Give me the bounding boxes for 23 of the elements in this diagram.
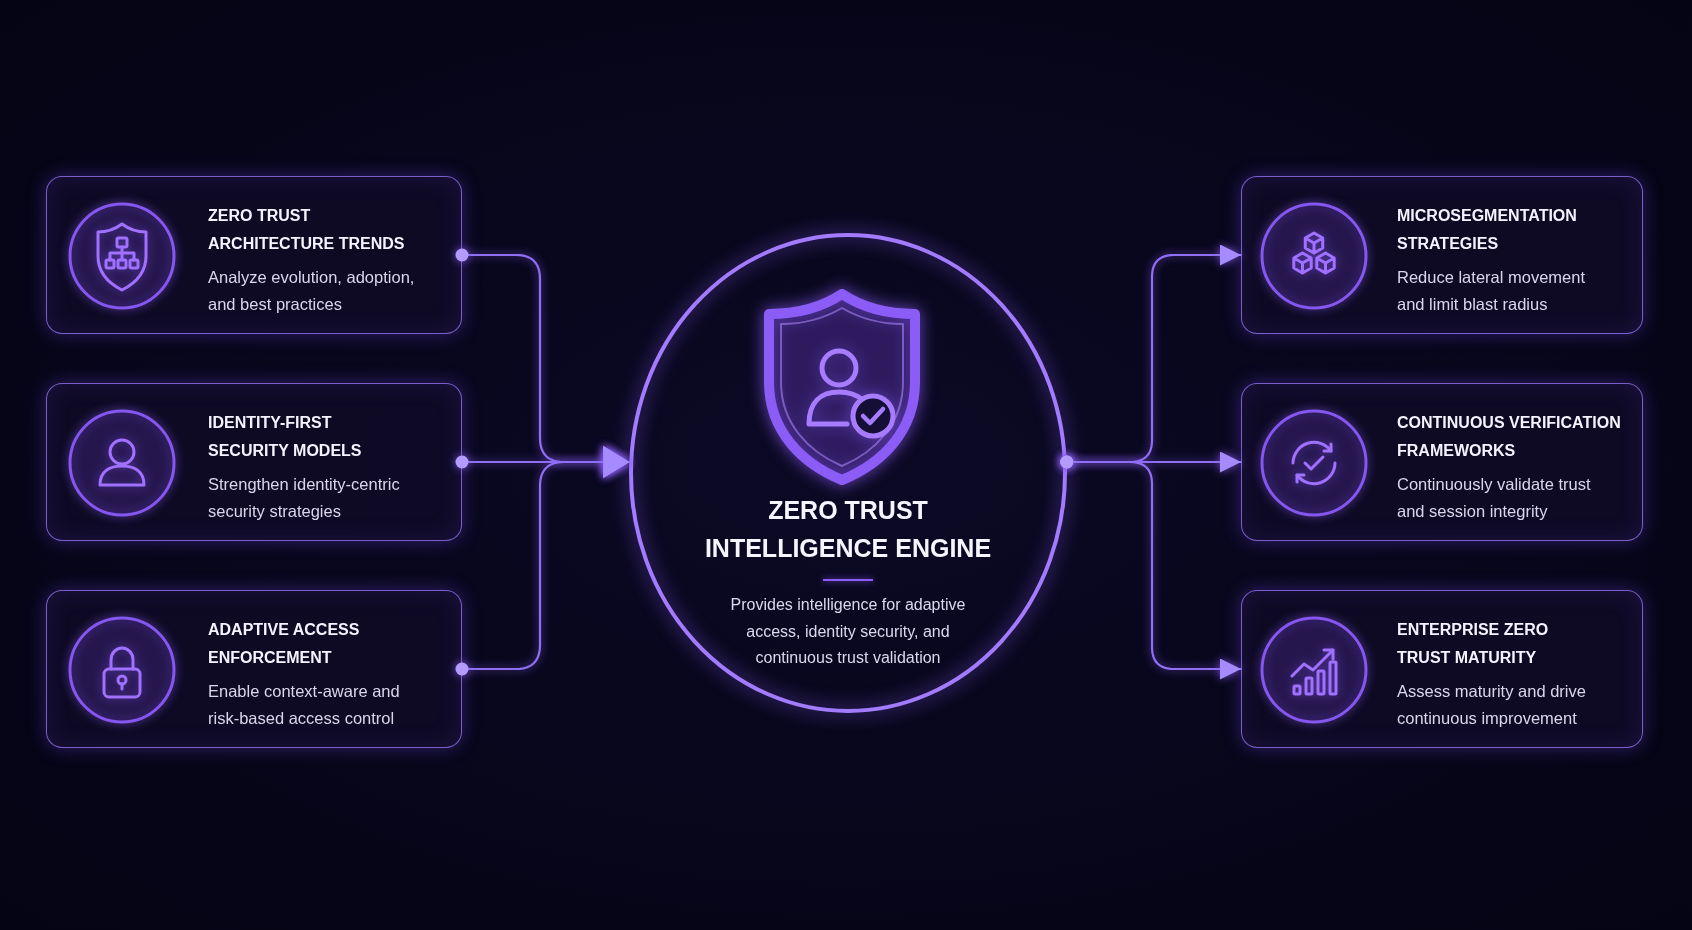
feature-card — [46, 176, 462, 334]
arrow — [1060, 455, 1243, 680]
card-description: Strengthen identity-centric security strategies — [208, 474, 401, 522]
feature-card — [1241, 590, 1643, 748]
card-title: ZERO TRUST ARCHITECTURE TRENDS — [208, 206, 406, 254]
card-description: Assess maturity and drive continuous improvement — [1397, 681, 1587, 729]
card-title: IDENTITY-FIRST SECURITY MODELS — [208, 413, 363, 461]
card-description: Enable context-aware and risk-based access control — [208, 681, 401, 729]
card-title: CONTINUOUS VERIFICATION FRAMEWORKS — [1397, 413, 1622, 461]
feature-card — [1241, 383, 1643, 541]
card-title: ENTERPRISE ZERO TRUST MATURITY — [1397, 620, 1550, 668]
arrow — [455, 446, 631, 676]
engine-circle — [628, 232, 1068, 714]
card-title: MICROSEGMENTATION STRATEGIES — [1397, 206, 1578, 254]
card-title: ADAPTIVE ACCESS ENFORCEMENT — [208, 620, 361, 668]
feature-card — [46, 383, 462, 541]
feature-card — [1241, 176, 1643, 334]
card-description: Analyze evolution, adoption, and best practices — [208, 267, 416, 315]
card-description: Continuously validate trust and session integrity — [1397, 474, 1592, 522]
card-description: Reduce lateral movement and limit blast radius — [1397, 267, 1586, 315]
feature-card — [46, 590, 462, 748]
engine-title: ZERO TRUST INTELLIGENCE ENGINE — [703, 495, 993, 564]
engine-description: Provides intelligence for adaptive access, identity security, and continuous trust validation — [729, 595, 967, 668]
